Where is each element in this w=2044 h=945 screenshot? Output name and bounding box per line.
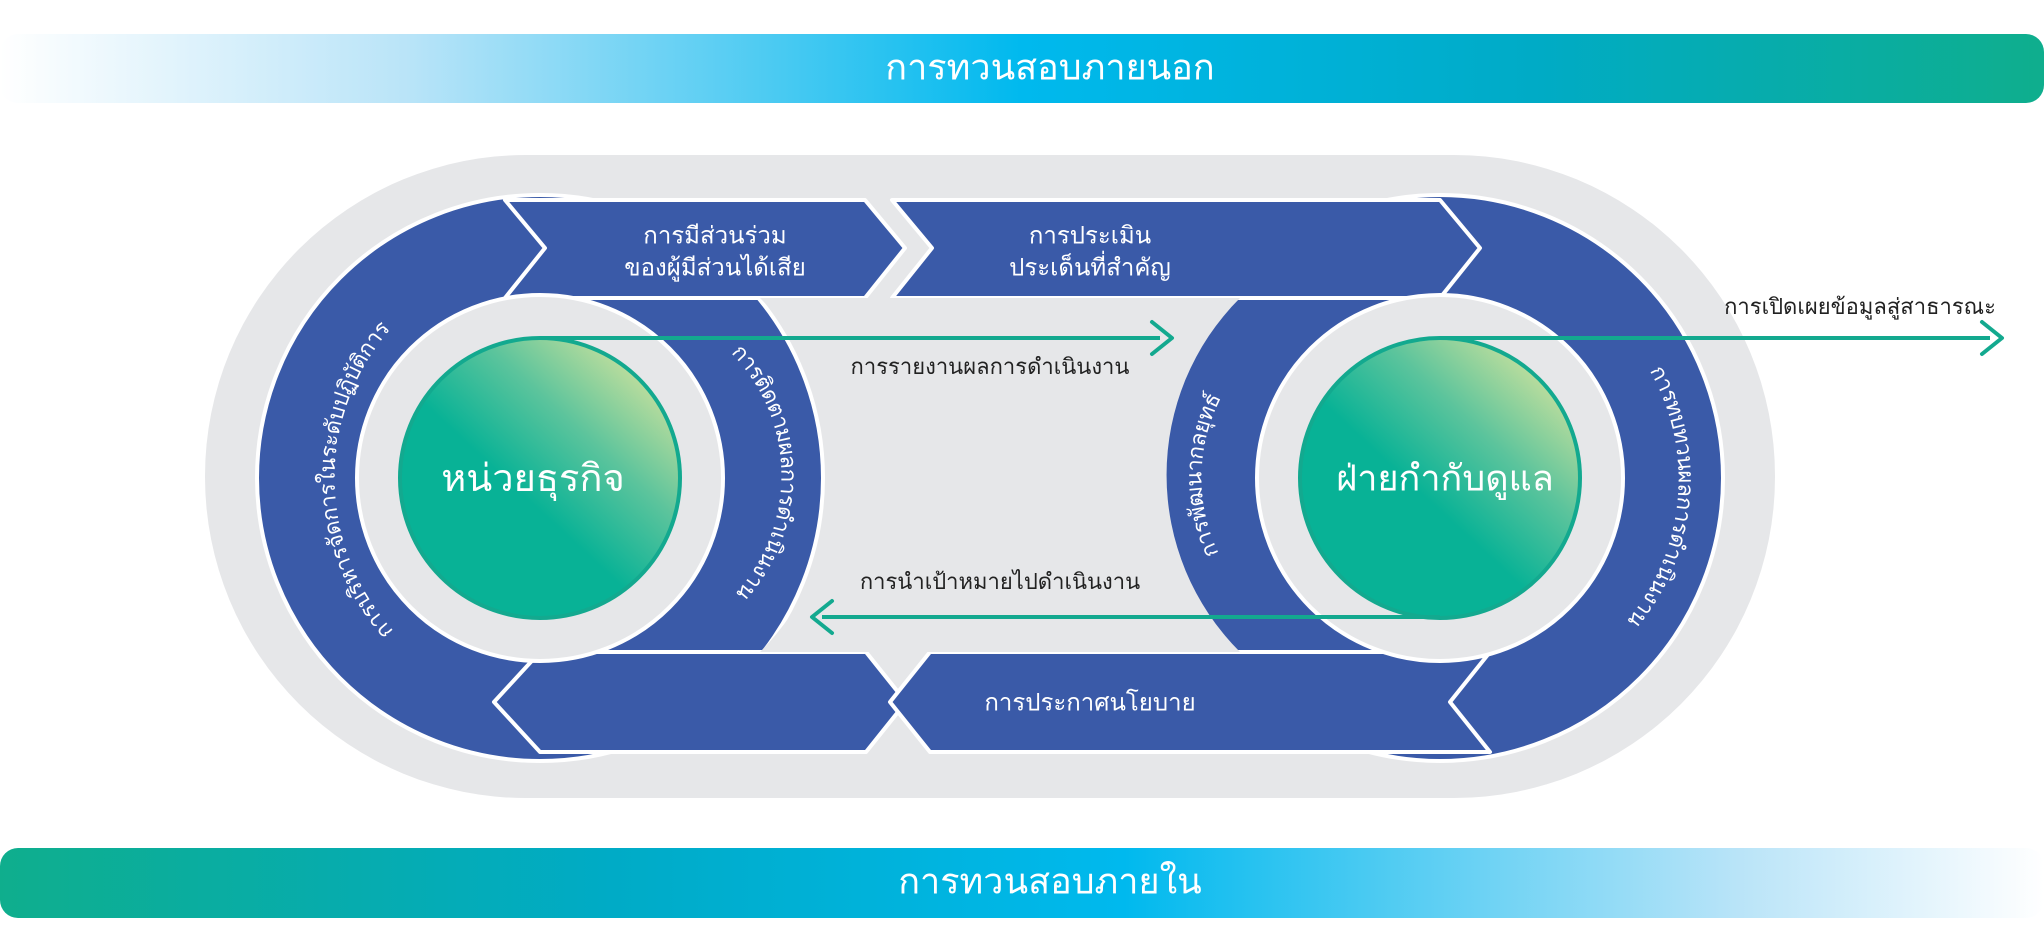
stakeholder-engagement-label-1: การมีส่วนร่วม <box>643 222 786 249</box>
policy-announcement-label: การประกาศนโยบาย <box>984 688 1195 716</box>
segment-materiality-assessment <box>890 198 1482 300</box>
business-unit-label: หน่วยธุรกิจ <box>441 458 625 501</box>
external-review-banner <box>0 34 2044 103</box>
materiality-assessment-label-2: ประเด็นที่สำคัญ <box>1009 250 1171 281</box>
external-review-label: การทวนสอบภายนอก <box>885 47 1214 88</box>
internal-review-label: การทวนสอบภายใน <box>898 861 1202 902</box>
stakeholder-engagement-label-2: ของผู้มีส่วนได้เสีย <box>624 253 806 282</box>
goal-implementation-label: การนำเป้าหมายไปดำเนินงาน <box>860 569 1140 594</box>
goal-implementation-arrowhead <box>810 599 834 635</box>
segment-left-bottom <box>492 650 908 754</box>
internal-review-banner <box>0 848 2044 918</box>
performance-reporting-label: การรายงานผลการดำเนินงาน <box>851 354 1130 379</box>
public-disclosure-label: การเปิดเผยข้อมูลสู่สาธารณะ <box>1724 294 1996 320</box>
center-area <box>760 298 1240 652</box>
public-disclosure-arrowhead <box>1980 320 2004 356</box>
regulator-label: ฝ่ายกำกับดูแล <box>1336 458 1554 501</box>
performance-reporting-arrowhead <box>1150 320 1174 356</box>
materiality-assessment-label-1: การประเมิน <box>1029 222 1151 249</box>
